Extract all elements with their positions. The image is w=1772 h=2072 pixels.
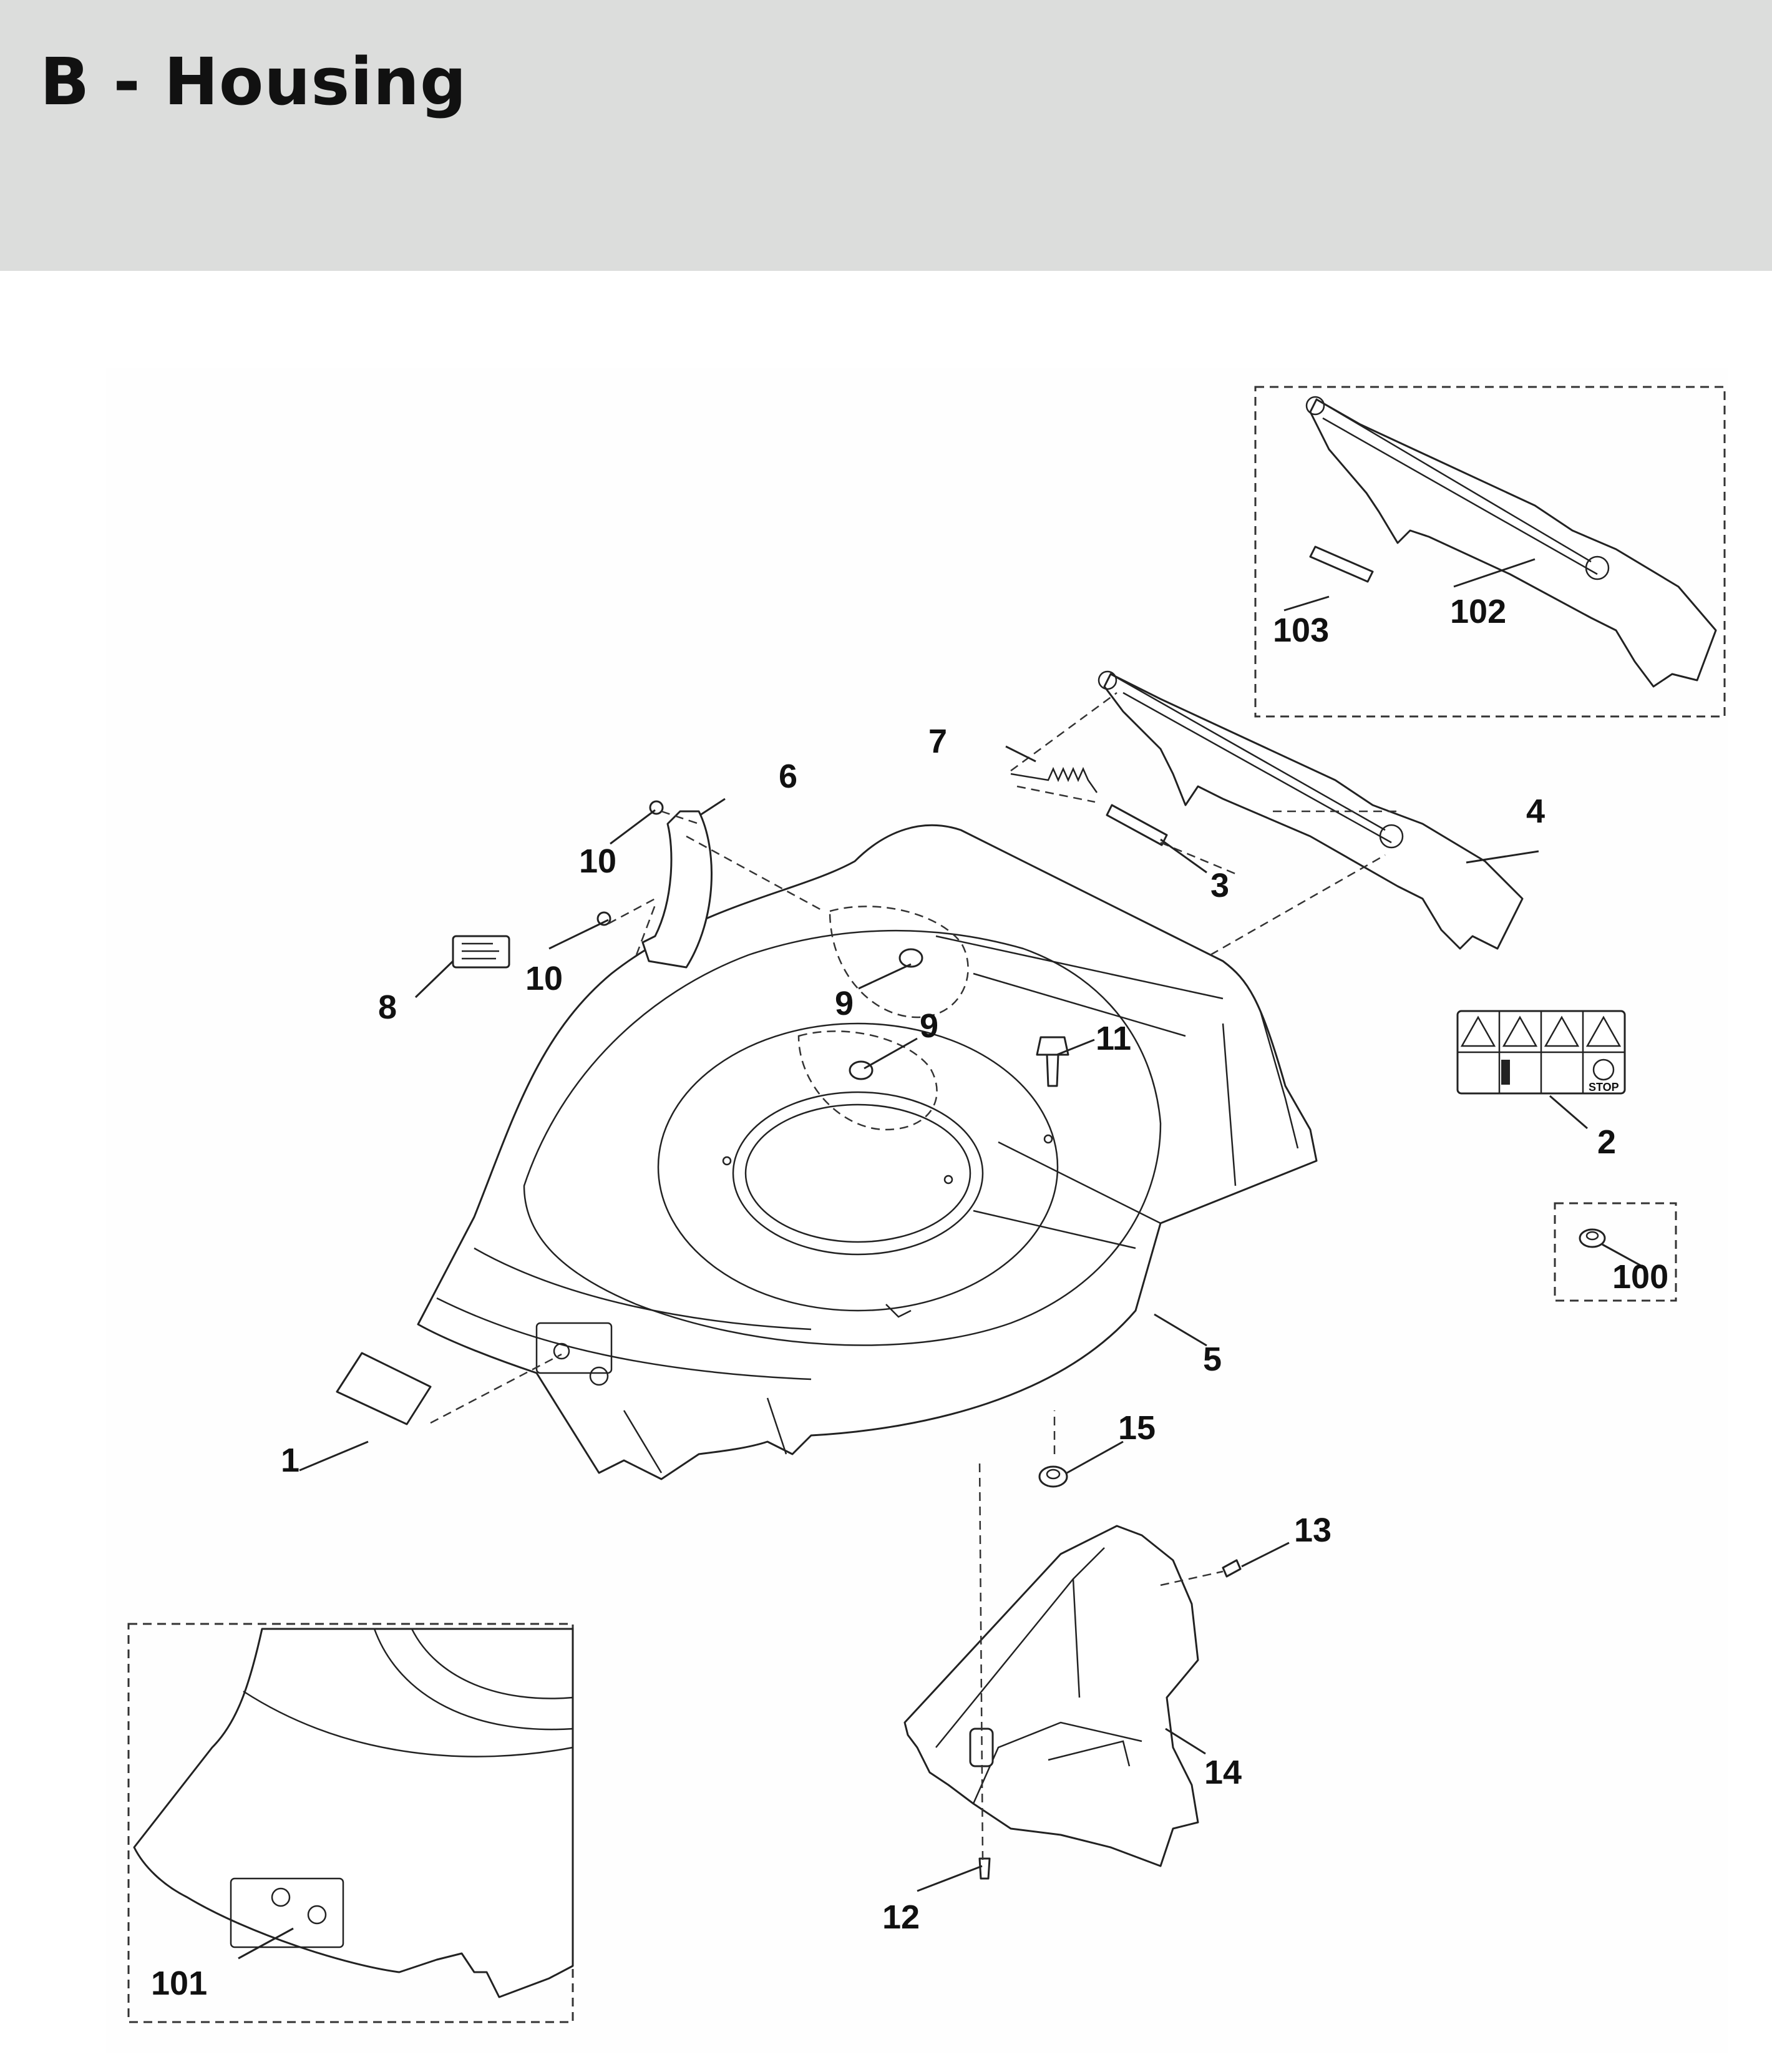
cover-9-area-upper bbox=[829, 906, 969, 1019]
pin-3 bbox=[1106, 804, 1168, 846]
sticker-1 bbox=[336, 1352, 432, 1425]
callout-9-upper: 9 bbox=[835, 985, 854, 1022]
callout-12: 12 bbox=[882, 1899, 920, 1936]
callout-101: 101 bbox=[151, 1965, 207, 2002]
callout-3: 3 bbox=[1210, 867, 1229, 904]
callout-102: 102 bbox=[1450, 593, 1506, 630]
grommet-100 bbox=[1579, 1228, 1606, 1248]
callout-14: 14 bbox=[1204, 1754, 1242, 1791]
callout-2: 2 bbox=[1597, 1123, 1616, 1161]
cover-9-lower bbox=[849, 1060, 874, 1080]
callout-9-lower: 9 bbox=[920, 1007, 938, 1045]
callout-10-lower: 10 bbox=[525, 960, 563, 997]
callout-7: 7 bbox=[928, 723, 947, 760]
callout-13: 13 bbox=[1294, 1512, 1331, 1549]
callout-5: 5 bbox=[1203, 1341, 1222, 1378]
grommet-15-hole bbox=[1046, 1468, 1061, 1480]
callout-103: 103 bbox=[1273, 612, 1329, 649]
housing-deck-5 bbox=[417, 824, 1318, 1480]
callout-100: 100 bbox=[1612, 1258, 1668, 1296]
label-8-text-lines bbox=[462, 942, 499, 960]
cover-9-upper bbox=[898, 948, 923, 968]
callout-8: 8 bbox=[378, 989, 397, 1026]
height-adjuster-6 bbox=[641, 810, 713, 969]
cover-9-area-lower bbox=[797, 1030, 938, 1131]
screw-13 bbox=[1222, 1559, 1242, 1578]
assembly-lines bbox=[430, 691, 1398, 1860]
callout-11: 11 bbox=[1096, 1020, 1131, 1057]
spring-7 bbox=[1010, 766, 1098, 793]
screw-12 bbox=[978, 1857, 991, 1880]
page-title: B - Housing bbox=[40, 44, 467, 120]
grommet-100-hole bbox=[1585, 1231, 1599, 1241]
callout-6: 6 bbox=[779, 758, 797, 795]
deflector-14 bbox=[903, 1525, 1199, 1867]
rear-flap-4 bbox=[1098, 670, 1524, 950]
rear-flap-102 bbox=[1305, 396, 1717, 688]
pin-103 bbox=[1309, 545, 1374, 583]
callout-15: 15 bbox=[1118, 1409, 1156, 1447]
header-bar: B - Housing bbox=[0, 0, 1772, 271]
callout-4: 4 bbox=[1526, 793, 1545, 830]
callout-1: 1 bbox=[281, 1442, 299, 1479]
decal-stop-text: STOP bbox=[1589, 1081, 1619, 1093]
bolt-11 bbox=[1036, 1036, 1069, 1087]
detail-box-101 bbox=[127, 1623, 574, 2023]
nut-10-lower bbox=[596, 911, 611, 926]
grommet-15 bbox=[1038, 1465, 1068, 1488]
warning-decal-2: STOP bbox=[1456, 1010, 1626, 1095]
leader-lines bbox=[238, 558, 1642, 1960]
housing-detail-101 bbox=[133, 1628, 574, 1998]
detail-box-100 bbox=[1554, 1202, 1677, 1302]
callout-10-upper: 10 bbox=[579, 843, 616, 880]
detail-box-102-103 bbox=[1254, 386, 1726, 718]
